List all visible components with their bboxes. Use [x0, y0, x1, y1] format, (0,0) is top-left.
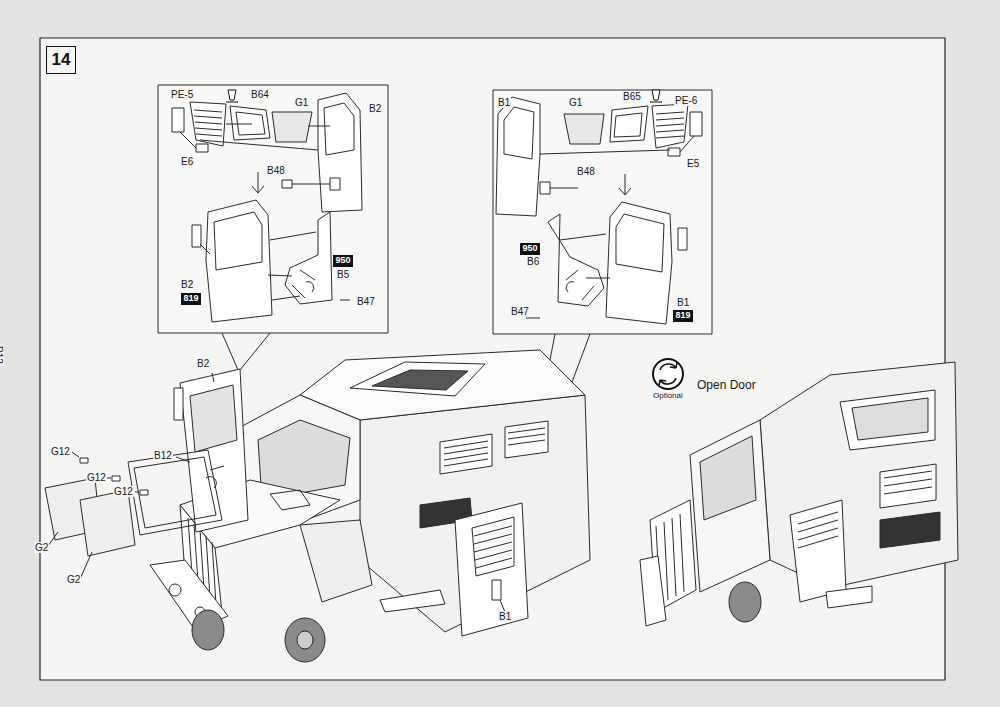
part-number: B48	[576, 166, 596, 177]
part-number: PE-5	[170, 89, 194, 100]
part-number: B12	[153, 450, 173, 461]
paint-code-text: 950	[522, 244, 537, 254]
part-number: G1	[568, 97, 583, 108]
paint-code: 819	[673, 310, 693, 322]
part-number: PE-6	[674, 95, 698, 106]
paint-code: 950	[333, 255, 353, 267]
part-number: B1	[676, 297, 690, 308]
paint-code-text: 819	[675, 311, 690, 321]
part-number: G12	[50, 446, 71, 457]
part-number: B47	[356, 296, 376, 307]
part-number: G1	[294, 97, 309, 108]
part-number: B5	[336, 269, 350, 280]
part-number: G12	[113, 486, 134, 497]
part-number: B2	[368, 103, 382, 114]
step-number: 14	[46, 46, 76, 74]
paint-code: 819	[181, 293, 201, 305]
part-number: B2	[180, 279, 194, 290]
part-number: B2	[196, 358, 210, 369]
option-label: Optional	[652, 392, 684, 401]
option-label: Open Door	[696, 379, 757, 392]
part-number: G12	[86, 472, 107, 483]
paint-code: 950	[520, 243, 540, 255]
part-number: B6	[526, 256, 540, 267]
paint-code-text: 950	[335, 256, 350, 266]
part-number: B64	[250, 89, 270, 100]
paint-code-text: 819	[183, 294, 198, 304]
step-number-text: 14	[52, 51, 71, 70]
part-number: E5	[686, 158, 700, 169]
part-number: B65	[622, 91, 642, 102]
part-number: G2	[34, 542, 49, 553]
page-number: P12	[0, 345, 4, 365]
part-number: E6	[180, 156, 194, 167]
part-number: B1	[497, 97, 511, 108]
part-number: B47	[510, 306, 530, 317]
part-number: B48	[266, 165, 286, 176]
part-number: G2	[66, 574, 81, 585]
part-number: B1	[498, 611, 512, 622]
